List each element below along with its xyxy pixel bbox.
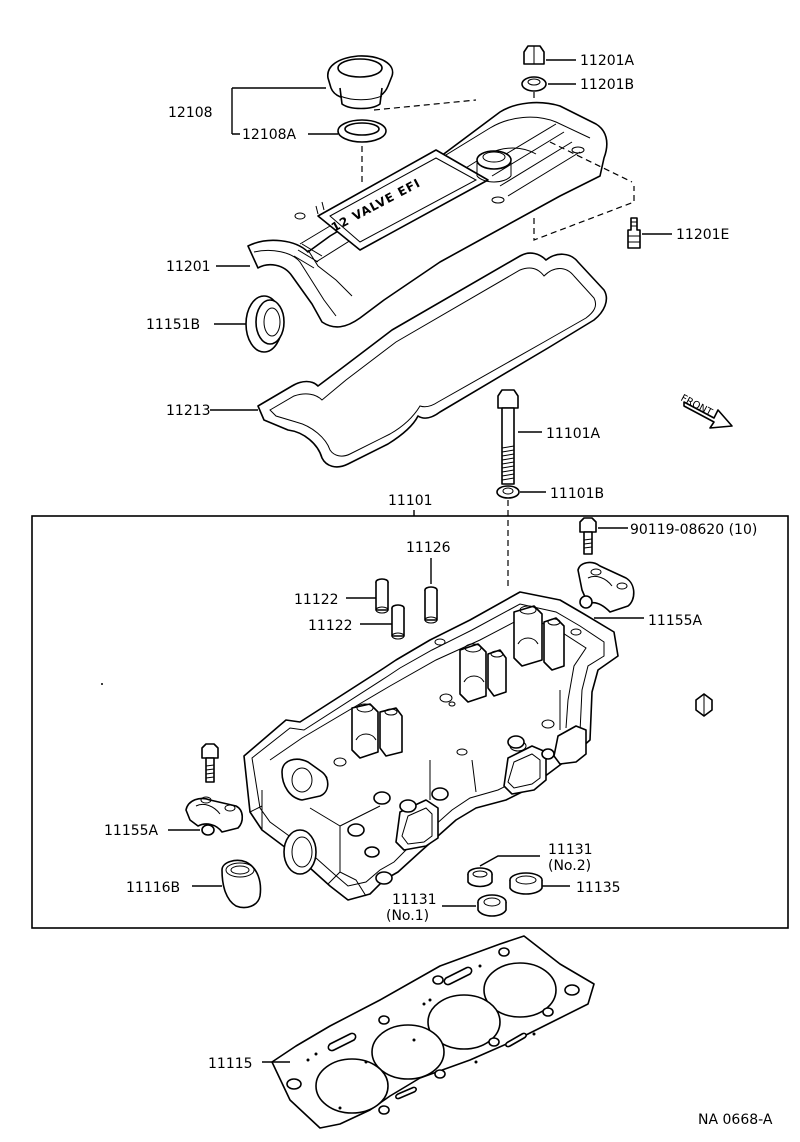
label-11201E: 11201E xyxy=(676,227,729,243)
label-12108A: 12108A xyxy=(242,127,297,143)
label-11151B: 11151B xyxy=(146,317,200,333)
bearing-cap-bolt xyxy=(579,517,597,555)
label-11155A-left: 11155A xyxy=(104,823,159,839)
cover-grommet xyxy=(521,76,547,92)
valve-guide-11126 xyxy=(424,586,438,624)
label-11135: 11135 xyxy=(576,880,621,896)
label-11115: 11115 xyxy=(208,1056,253,1072)
cylinder-head-sub-assembly-frame xyxy=(31,515,789,929)
dowel-left xyxy=(201,824,215,836)
label-11101A: 11101A xyxy=(546,426,601,442)
valve-guide-11122-a xyxy=(375,578,389,614)
label-11116B: 11116B xyxy=(126,880,180,896)
oil-filler-cap xyxy=(327,55,394,110)
bearing-cap-left xyxy=(185,796,244,833)
label-11201A: 11201A xyxy=(580,53,635,69)
label-11155A-right: 11155A xyxy=(648,613,703,629)
valve-seat-no1 xyxy=(477,894,507,917)
label-12108: 12108 xyxy=(168,105,213,121)
label-11131-no2: 11131 xyxy=(548,842,593,858)
cam-oil-seal xyxy=(245,295,285,353)
label-11101B: 11101B xyxy=(550,486,604,502)
cylinder-head-gasket xyxy=(271,935,595,1129)
front-arrow-icon: FRONT xyxy=(679,393,733,429)
plug-seal xyxy=(221,859,262,909)
head-bolt xyxy=(497,389,519,485)
dowel-right xyxy=(579,595,593,609)
head-bolt-washer xyxy=(496,485,520,499)
label-11131-no1: 11131 xyxy=(392,892,437,908)
label-11213: 11213 xyxy=(166,403,211,419)
label-11122-a: 11122 xyxy=(294,592,339,608)
callout-12108: 12108 12108A xyxy=(168,87,338,143)
cover-stud xyxy=(627,217,641,249)
label-11201: 11201 xyxy=(166,259,211,275)
label-90119: 90119-08620 (10) xyxy=(630,522,757,538)
label-11131-no2-sub: (No.2) xyxy=(548,858,591,874)
diagram-id: NA 0668-A xyxy=(698,1112,773,1128)
label-11126: 11126 xyxy=(406,540,451,556)
cylinder-head xyxy=(243,591,619,901)
oil-filler-cap-gasket xyxy=(337,119,387,143)
label-11201B: 11201B xyxy=(580,77,634,93)
head-cover-gasket xyxy=(257,252,608,468)
label-11122-b: 11122 xyxy=(308,618,353,634)
label-11131-no1-sub: (No.1) xyxy=(386,908,429,924)
head-plug xyxy=(695,693,713,717)
cover-nut xyxy=(523,45,545,65)
valve-stem-oil-seal xyxy=(509,872,543,895)
valve-guide-11122-b xyxy=(391,604,405,640)
valve-seat-no2 xyxy=(467,867,493,888)
label-11101: 11101 xyxy=(388,493,433,509)
left-bearing-cap-bolt xyxy=(201,743,219,783)
